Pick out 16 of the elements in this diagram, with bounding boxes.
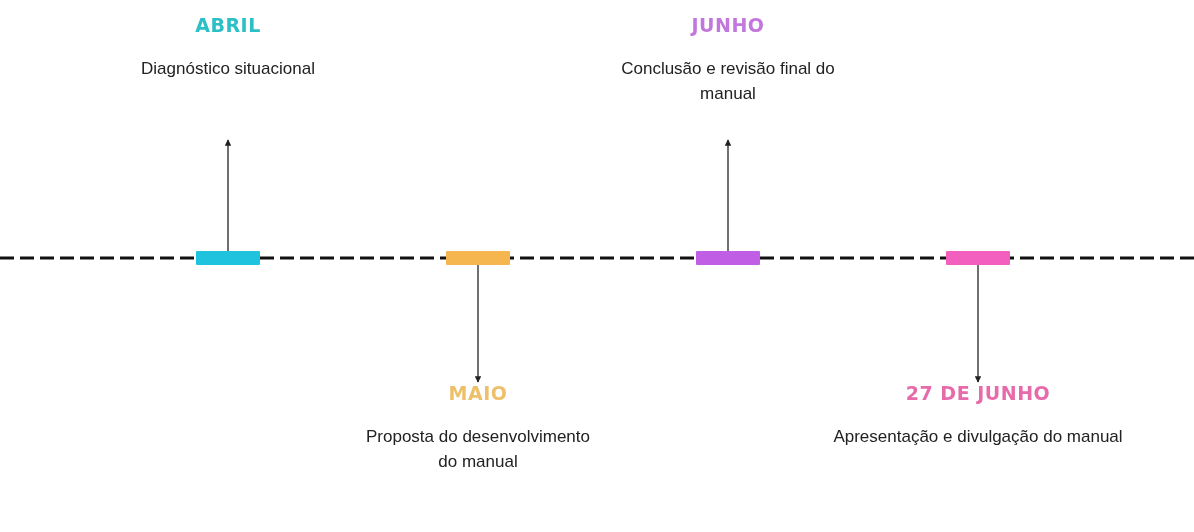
timeline-marker-bar <box>946 251 1010 265</box>
month-heading: JUNHO <box>691 14 765 36</box>
milestone-description: Proposta do desenvolvimento do manual <box>365 426 591 473</box>
milestone-description: Diagnóstico situacional <box>141 58 315 80</box>
timeline-marker-bar <box>696 251 760 265</box>
timeline-marker-bar <box>196 251 260 265</box>
arrow <box>224 139 232 252</box>
arrow <box>724 139 732 252</box>
timeline-marker-bar <box>446 251 510 265</box>
milestone-description: Conclusão e revisão final do manual <box>620 58 836 105</box>
milestone-description: Apresentação e divulgação do manual <box>833 426 1123 448</box>
month-heading: ABRIL <box>195 14 261 36</box>
arrow <box>474 264 482 383</box>
arrow <box>974 264 982 383</box>
month-heading: 27 DE JUNHO <box>905 382 1051 404</box>
month-heading: MAIO <box>448 382 508 404</box>
